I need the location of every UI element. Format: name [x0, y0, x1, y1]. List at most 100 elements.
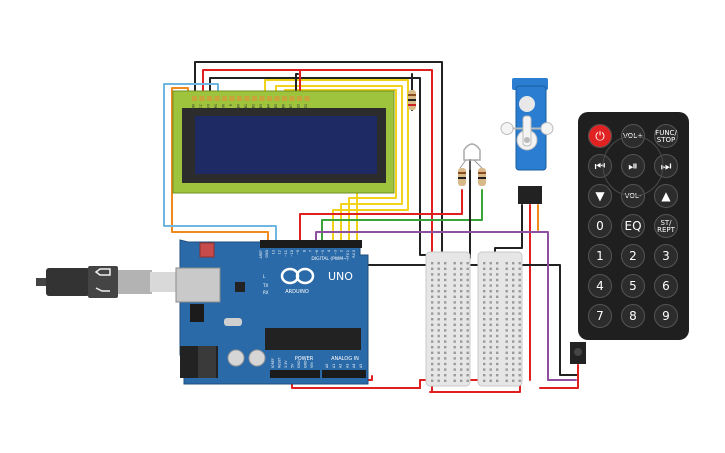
digit-9-key[interactable]: 9 [654, 304, 678, 328]
lcd-pin-label: LED [304, 103, 308, 110]
digit-8-key[interactable]: 8 [621, 304, 645, 328]
up-key[interactable]: ▲ [654, 184, 678, 208]
svg-text:▲: ▲ [661, 189, 671, 203]
prev-key[interactable]: ⏮ [588, 154, 612, 178]
wire-lcd-gnd [194, 61, 443, 259]
svg-text:9: 9 [662, 309, 670, 323]
pin-tx-label: TX [262, 283, 268, 288]
svg-text:ST/: ST/ [660, 219, 672, 227]
digital-pin-label: 2 [340, 250, 344, 252]
svg-text:STOP: STOP [657, 136, 675, 144]
svg-text:2: 2 [629, 249, 637, 263]
digital-pin-label: ~11 [284, 250, 288, 257]
svg-text:EQ: EQ [624, 219, 641, 233]
svg-text:8: 8 [629, 309, 637, 323]
digital-pin-label: ~9 [296, 250, 300, 255]
lcd-pin-label: DB1 [244, 104, 248, 111]
next-key[interactable]: ⏭ [654, 154, 678, 178]
digital-pin-label: RX 0 [352, 250, 356, 258]
power-pin-label: 5V [291, 363, 295, 368]
down-key[interactable]: ▼ [588, 184, 612, 208]
arduino-board[interactable]: ARDUINO UNO DIGITAL (PWM~) POWER ANALOG … [175, 239, 369, 385]
arduino-logo [280, 267, 315, 285]
capacitor-2 [248, 349, 266, 367]
analog-header [322, 370, 366, 378]
digital-pin-label: GND [265, 250, 269, 258]
digital-pin-label: ~5 [321, 250, 325, 255]
digit-6-key[interactable]: 6 [654, 274, 678, 298]
lcd-pin [207, 96, 212, 101]
lcd-pin [199, 96, 205, 101]
usb-cable [36, 266, 182, 298]
lcd-pin-label: DB5 [274, 104, 278, 111]
digital-pin-label: 13 [271, 250, 275, 254]
st-rept-key[interactable]: ST/REPT [654, 214, 678, 238]
svg-text:⏮: ⏮ [595, 159, 606, 173]
wire-left-blue [163, 83, 277, 241]
wire-lcd-e [275, 85, 403, 241]
lcd-pin-label: DB3 [259, 104, 263, 111]
power-label: POWER [295, 356, 314, 362]
digit-0-key[interactable]: 0 [588, 214, 612, 238]
rgb-led [459, 143, 483, 170]
func-stop-key[interactable]: FUNC/STOP [654, 124, 678, 148]
lcd-pin [252, 96, 257, 101]
svg-text:4: 4 [596, 279, 604, 293]
digital-pin-label: 4 [327, 250, 331, 252]
reset-button[interactable] [199, 242, 215, 258]
digit-3-key[interactable]: 3 [654, 244, 678, 268]
lcd-pin-label: GND [192, 103, 196, 111]
lcd-pin-label: DB7 [289, 104, 293, 111]
lcd-pin [297, 96, 302, 101]
lcd-pin-header [192, 96, 310, 101]
breadboard-left [425, 251, 471, 387]
breadboard-right [477, 251, 523, 387]
digit-1-key[interactable]: 1 [588, 244, 612, 268]
digital-header [260, 240, 362, 248]
board-model: UNO [328, 270, 353, 283]
lcd-pin-label: DB4 [267, 104, 271, 111]
eq-key[interactable]: EQ [621, 214, 645, 238]
digital-pin-label: 8 [302, 250, 306, 252]
power-key[interactable]: ⏻ [588, 124, 612, 148]
usb-port [175, 267, 221, 303]
lcd-pin [259, 96, 265, 101]
digital-pin-label: ~6 [315, 250, 319, 255]
svg-text:1: 1 [596, 249, 604, 263]
analog-pin-label: A3 [345, 364, 349, 368]
lcd-pin [304, 96, 310, 101]
svg-text:▼: ▼ [595, 189, 605, 203]
wire-lcd-led-black [295, 73, 299, 99]
analog-pin-label: A2 [339, 364, 343, 368]
pin-rx-label: RX [263, 290, 269, 295]
digit-7-key[interactable]: 7 [588, 304, 612, 328]
resistor-1 [408, 90, 416, 110]
digit-2-key[interactable]: 2 [621, 244, 645, 268]
lcd-pin [237, 96, 242, 101]
svg-text:5: 5 [629, 279, 637, 293]
digital-pin-label: 12 [278, 250, 282, 254]
play-pause-key[interactable]: ⏯ [621, 154, 645, 178]
svg-text:FUNC/: FUNC/ [655, 129, 677, 137]
digit-4-key[interactable]: 4 [588, 274, 612, 298]
wire-ir-red [539, 364, 579, 389]
digit-5-key[interactable]: 5 [621, 274, 645, 298]
analog-pin-label: A0 [325, 364, 329, 368]
svg-text:3: 3 [662, 249, 670, 263]
power-pin-label: GND [304, 360, 308, 368]
lcd-pin-label: RW [222, 103, 226, 109]
svg-text:REPT: REPT [657, 226, 676, 234]
digital-pin-label: ~10 [290, 250, 294, 257]
lcd-pin [214, 96, 220, 101]
servo-motor [500, 78, 554, 204]
power-pin-label: 3.3V [284, 360, 288, 368]
power-pin-label: IOREF [271, 358, 275, 368]
lcd-pin [229, 96, 235, 101]
lcd-pin [289, 96, 295, 101]
power-header [270, 370, 320, 378]
